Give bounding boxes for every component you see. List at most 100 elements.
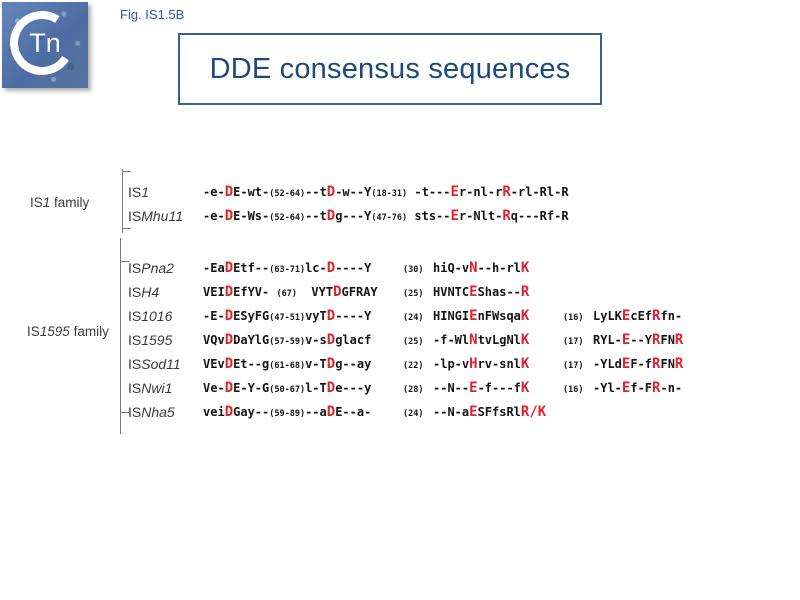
sequence-text: E-Ws- <box>233 209 270 223</box>
spacer-length: (30) <box>403 265 424 275</box>
family-label-is1595: IS1595 family <box>27 324 109 339</box>
sequence-text: Etf-- <box>233 261 270 275</box>
consensus-sequence-segment: HVNTCEShas--R <box>433 284 563 300</box>
sequence-text: nFWsqa <box>477 309 521 323</box>
gap-length: (30) <box>403 261 433 275</box>
sequence-text: --Y <box>630 333 653 347</box>
consensus-sequence-segment: -Yl-Ef-FR-n- <box>593 380 682 396</box>
sequence-text: -Ea <box>203 261 225 275</box>
sequence-text: lc- <box>305 261 327 275</box>
sequence-text: Shas-- <box>477 285 521 299</box>
spacer-length: (52-64) <box>269 213 306 223</box>
figure-number-label: Fig. IS1.5B <box>120 7 185 22</box>
gap-length: (22) <box>403 357 433 371</box>
sequence-text: -f---f <box>477 381 521 395</box>
sequence-text: vyT <box>305 309 327 323</box>
sequence-text: r-Nlt- <box>458 209 503 223</box>
is-element-name: IS1016 <box>128 308 173 324</box>
sequence-row: ISPna2-EaDEtf--(63-71)lc-D----Y(30)hiQ-v… <box>128 256 683 280</box>
catalytic-residue: D <box>326 308 336 324</box>
sequence-text: rv-snl <box>477 357 521 371</box>
consensus-sequence-segment: VEvDEt--g(61-68)v-TDg--ay <box>203 356 403 372</box>
catalytic-residue: D <box>326 380 336 396</box>
sequence-text: -t--- <box>407 185 451 199</box>
consensus-sequence-segment: LyLKEcEfRfn- <box>593 308 682 324</box>
sequence-text: E--a- <box>335 405 372 419</box>
catalytic-residue: D <box>224 332 234 348</box>
sequence-row: IS1016-E-DESyFG(47-51)vyTD----Y(24)HINGI… <box>128 304 683 328</box>
sequence-text: r-nl-r <box>458 185 503 199</box>
spacer-length: (16) <box>563 385 584 395</box>
is-element-name: ISNwi1 <box>128 380 173 396</box>
tn-transposon-logo: Tn <box>2 2 88 88</box>
spacer-length: (28) <box>403 385 424 395</box>
spacer-length: (24) <box>403 313 424 323</box>
catalytic-residue: D <box>224 308 234 324</box>
gap-length: (16) <box>563 309 593 323</box>
gap-length: (28) <box>403 381 433 395</box>
sequence-text: -e- <box>203 185 225 199</box>
sequence-text: -w--Y <box>335 185 372 199</box>
catalytic-residue: E <box>469 380 478 396</box>
sequence-text: g--ay <box>335 357 372 371</box>
sequence-text: SFfsRl <box>477 405 521 419</box>
catalytic-residue: R <box>502 208 511 224</box>
family-label-is1: IS1 family <box>30 195 90 210</box>
catalytic-residue: E <box>621 332 631 348</box>
catalytic-residue: D <box>326 404 336 420</box>
gap-length: (17) <box>563 333 593 347</box>
sequence-row: ISMhu11-e-DE-Ws-(52-64)--tDg---Y(47-76) … <box>128 204 569 228</box>
is-element-name: ISPna2 <box>128 260 174 276</box>
sequence-text: -rl-Rl-R <box>510 185 569 199</box>
spacer-length: (59-89) <box>269 409 306 419</box>
sequence-text: VYT <box>296 285 334 299</box>
catalytic-residue: R <box>652 356 661 372</box>
sequence-text: v-s <box>305 333 327 347</box>
is-element-name: ISMhu11 <box>128 208 184 224</box>
consensus-sequence-segment: RYL-E--YRFNR <box>593 332 683 348</box>
sequence-text: F-f <box>630 357 653 371</box>
catalytic-residue: D <box>224 184 234 200</box>
sequence-text: cEf <box>630 309 653 323</box>
catalytic-residue: R <box>674 332 684 348</box>
sequence-text: -n- <box>660 381 683 395</box>
sequence-row: IS1-e-DE-wt-(52-64)--tD-w--Y(18-31) -t--… <box>128 180 569 204</box>
catalytic-residue: N <box>469 260 478 276</box>
sequence-text: HINGI <box>433 309 470 323</box>
spacer-length: (24) <box>403 409 424 419</box>
logo-tn-text: Tn <box>29 28 61 58</box>
sequence-text: --N-a <box>433 405 470 419</box>
catalytic-residue: D <box>326 260 336 276</box>
sequence-text: v-T <box>305 357 327 371</box>
catalytic-residue: K <box>520 308 530 324</box>
spacer-length: (22) <box>403 361 424 371</box>
sequence-rows-is1-family: IS1-e-DE-wt-(52-64)--tD-w--Y(18-31) -t--… <box>128 180 569 228</box>
gap-length: (25) <box>403 285 433 299</box>
consensus-sequence: -e-DE-wt-(52-64)--tD-w--Y(18-31) -t---Er… <box>203 184 569 200</box>
logo-texture <box>2 2 88 88</box>
sequence-text: tvLgNl <box>477 333 521 347</box>
gap-length: (24) <box>403 405 433 419</box>
catalytic-residue: E <box>469 284 478 300</box>
sequence-text: --a <box>305 405 327 419</box>
sequence-text: --h-rl <box>477 261 521 275</box>
sequence-text: glacf <box>335 333 372 347</box>
sequence-text: -E- <box>203 309 225 323</box>
consensus-sequence-segment: VQvDDaYlG(57-59)v-sDglacf <box>203 332 403 348</box>
catalytic-residue: R <box>652 332 661 348</box>
sequence-text: HVNTC <box>433 285 470 299</box>
spacer-length: (50-67) <box>269 385 306 395</box>
consensus-sequence-segment: VEIDEfYV- (67) VYTDGFRAY <box>203 284 403 300</box>
is-element-name: ISSod11 <box>128 356 181 372</box>
sequence-text: LyLK <box>593 309 622 323</box>
catalytic-residue: D <box>224 404 234 420</box>
consensus-sequence-segment: hiQ-vN--h-rlK <box>433 260 563 276</box>
gap-length: (25) <box>403 333 433 347</box>
consensus-sequence-segment: --N--E-f---fK <box>433 380 563 396</box>
catalytic-residue: D <box>326 208 336 224</box>
sequence-text: FN <box>660 333 675 347</box>
